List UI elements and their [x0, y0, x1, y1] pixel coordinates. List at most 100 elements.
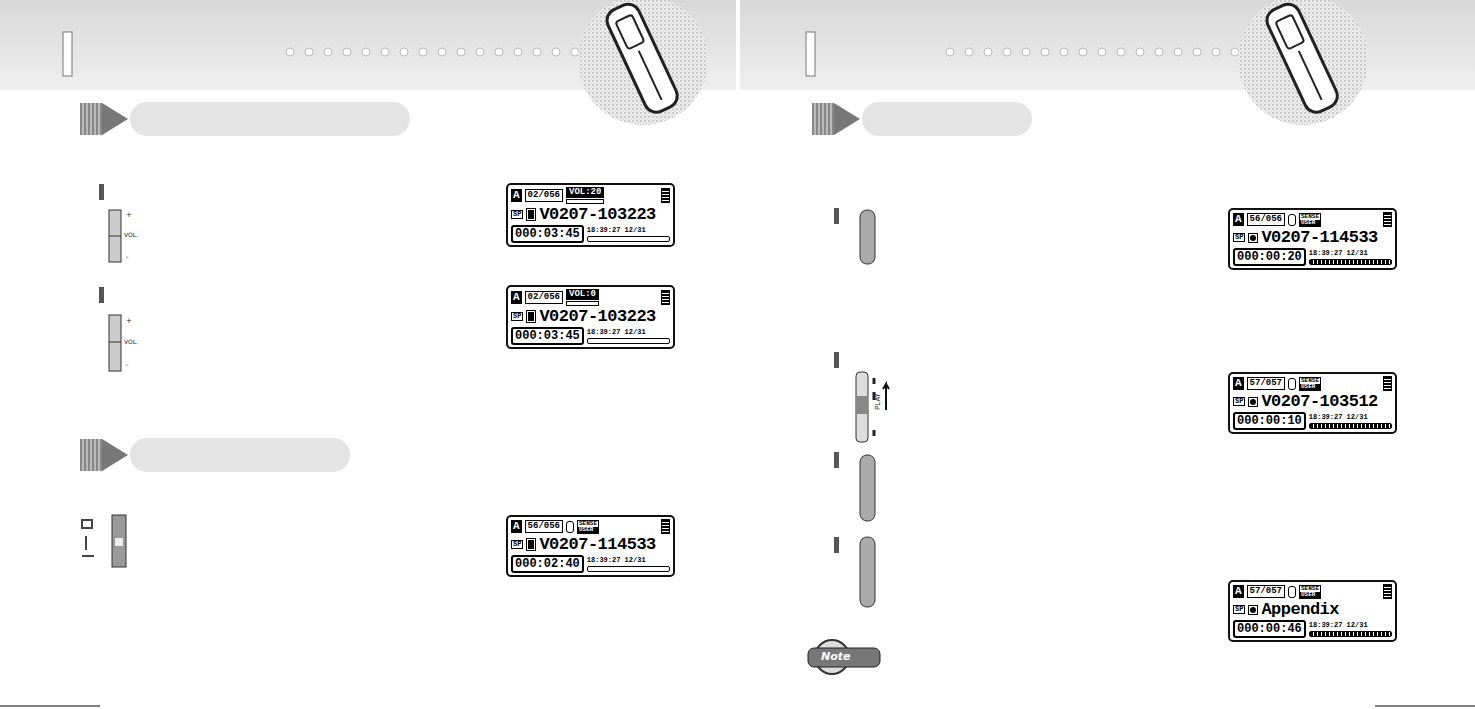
mic-icon: [1288, 214, 1296, 226]
lcd-row: 000:03:4518:39:27 12/31: [511, 327, 670, 345]
lcd-text: 000:02:40: [511, 555, 584, 573]
lcd-text: A: [511, 520, 522, 533]
lcd-text: V0207-114533: [1261, 229, 1377, 246]
lcd-row: SP Appendix: [1233, 601, 1392, 618]
icon-label: +: [126, 212, 132, 219]
lcd-text: 18:39:27 12/31: [587, 329, 670, 336]
lcd-text: 000:00:10: [1233, 412, 1306, 430]
mic-icon: [566, 521, 574, 533]
lcd-screen: A56/056SENSEUSER SP V0207-114533 000:02:401…: [506, 515, 675, 577]
volume-box: VOL:0: [566, 289, 599, 306]
progress-bar: [1309, 259, 1392, 265]
record-icon: [1248, 397, 1258, 407]
dot-row: [286, 48, 1296, 56]
lcd-text: 57/057: [1247, 377, 1285, 390]
record-icon: [1248, 605, 1258, 615]
lcd-row: A02/056VOL:0: [511, 289, 670, 306]
lcd-text: V0207-114533: [539, 536, 655, 553]
lcd-text: VOL:0: [566, 289, 599, 300]
stop-icon: [526, 208, 536, 221]
section-heading: [80, 102, 1032, 472]
progress-bar: [1309, 631, 1392, 637]
page-rule: [0, 706, 1475, 707]
lcd-text: A: [1233, 585, 1244, 598]
lcd-row: SP V0207-114533: [511, 536, 670, 553]
lcd-text: USER: [1300, 384, 1320, 390]
lcd-row: SPV0207-103223: [511, 206, 670, 223]
progress-bar: [1309, 423, 1392, 429]
sense-box: SENSEUSER: [1299, 213, 1321, 227]
lcd-text: V0207-103512: [1261, 393, 1377, 410]
lcd-text: 57/057: [1247, 585, 1285, 598]
lcd-row: 000:00:1018:39:27 12/31: [1233, 412, 1392, 430]
volume-box: VOL:20: [566, 187, 604, 204]
mic-icon: [1288, 586, 1296, 598]
status-box: 18:39:27 12/31: [587, 557, 670, 572]
lcd-screen: A57/057SENSEUSERSPV0207-103512000:00:101…: [1228, 372, 1397, 434]
lcd-row: SPV0207-114533: [1233, 229, 1392, 246]
lcd-text: SP: [1233, 397, 1245, 406]
lcd-text: 02/056: [525, 291, 563, 304]
status-box: 18:39:27 12/31: [587, 329, 670, 344]
lcd-row: 000:02:4018:39:27 12/31: [511, 555, 670, 573]
lcd-row: 000:00:4618:39:27 12/31: [1233, 620, 1392, 638]
lcd-text: 000:00:20: [1233, 248, 1306, 266]
lcd-row: A57/057SENSEUSER: [1233, 376, 1392, 391]
progress-bar: [587, 338, 670, 344]
volume-bar: [566, 199, 604, 204]
lcd-screen: A56/056 SENSEUSER SPV0207-114533 000:00:201…: [1228, 208, 1397, 270]
lcd-text: VOL:20: [566, 187, 604, 198]
note-icon: [808, 640, 880, 674]
lcd-row: A56/056 SENSEUSER: [1233, 212, 1392, 227]
stop-icon: [526, 310, 536, 323]
lcd-text: A: [1233, 213, 1244, 226]
lcd-row: 000:03:4518:39:27 12/31: [511, 225, 670, 243]
status-box: 18:39:27 12/31: [1309, 250, 1392, 265]
lcd-text: SP: [511, 210, 523, 219]
sense-box: SENSEUSER: [577, 520, 599, 534]
icon-label: PLAY: [875, 393, 882, 410]
play-slider: [856, 372, 889, 442]
sense-box: SENSEUSER: [1299, 377, 1321, 391]
icon-label: VOL.: [124, 339, 138, 345]
lcd-row: 000:00:2018:39:27 12/31: [1233, 248, 1392, 266]
lcd-text: A: [511, 291, 522, 304]
lcd-text: 02/056: [525, 189, 563, 202]
battery-icon: [1383, 212, 1392, 227]
note-label: Note: [821, 651, 850, 662]
lcd-text: SP: [511, 540, 523, 549]
lcd-text: 000:00:46: [1233, 620, 1306, 638]
lcd-screen: A02/056VOL:0SPV0207-103223 000:03:4518:39…: [506, 285, 675, 349]
lcd-text: 56/056: [1247, 213, 1285, 226]
battery-icon: [1383, 376, 1392, 391]
lcd-row: SPV0207-103223: [511, 308, 670, 325]
lcd-text: SP: [1233, 605, 1245, 614]
volume-bar: [566, 301, 599, 306]
lcd-text: V0207-103223: [539, 308, 655, 325]
lcd-text: USER: [1300, 592, 1320, 598]
battery-icon: [661, 188, 670, 203]
lcd-row: A57/057 SENSEUSER: [1233, 584, 1392, 599]
hold-switch: [82, 515, 126, 567]
icon-label: +: [126, 318, 132, 325]
status-box: 18:39:27 12/31: [587, 227, 670, 242]
battery-icon: [661, 519, 670, 534]
lcd-text: USER: [578, 527, 598, 533]
icon-label: -: [126, 254, 129, 261]
lcd-screen: A57/057 SENSEUSER SP Appendix 000:00:4618:39…: [1228, 580, 1397, 642]
lcd-text: 18:39:27 12/31: [1309, 414, 1392, 421]
lcd-text: 18:39:27 12/31: [1309, 250, 1392, 257]
lcd-text: A: [511, 189, 522, 202]
record-icon: [1248, 233, 1258, 243]
lcd-row: SP V0207-103512: [1233, 393, 1392, 410]
lcd-text: Appendix: [1261, 601, 1339, 618]
lcd-text: 18:39:27 12/31: [587, 557, 670, 564]
sense-box: SENSEUSER: [1299, 585, 1321, 599]
status-box: 18:39:27 12/31: [1309, 622, 1392, 637]
lcd-text: 000:03:45: [511, 225, 584, 243]
icon-label: VOL.: [124, 232, 138, 238]
lcd-screen: A02/056VOL:20SPV0207-103223 000:03:4518:3…: [506, 183, 675, 247]
status-box: 18:39:27 12/31: [1309, 414, 1392, 429]
lcd-text: 000:03:45: [511, 327, 584, 345]
lcd-row: A56/056SENSEUSER: [511, 519, 670, 534]
